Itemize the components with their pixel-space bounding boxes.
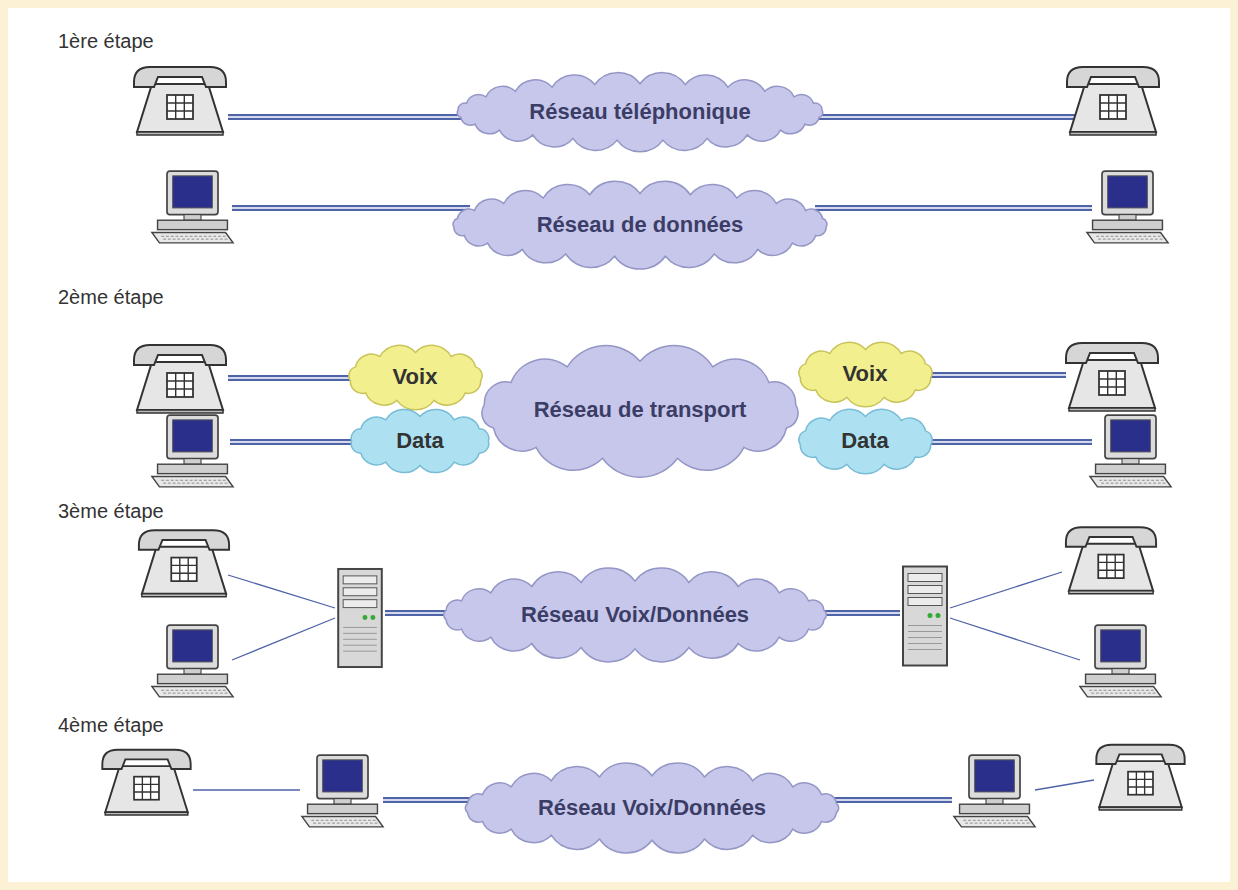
network-cloud: Data xyxy=(345,410,495,472)
cloud-label: Réseau téléphonique xyxy=(450,99,830,125)
cloud-label: Réseau de données xyxy=(445,212,835,238)
cloud-label: Voix xyxy=(343,364,488,390)
cloud-label: Réseau de transport xyxy=(470,397,810,423)
cloud-label: Data xyxy=(345,428,495,454)
cloud-label: Réseau Voix/Données xyxy=(435,602,835,628)
computer-icons xyxy=(152,171,1171,827)
stage-label: 3ème étape xyxy=(58,500,164,523)
server-icons xyxy=(338,567,947,668)
cloud-label: Réseau Voix/Données xyxy=(457,795,847,821)
stage-label: 1ère étape xyxy=(58,30,154,53)
network-cloud: Réseau Voix/Données xyxy=(457,767,847,849)
network-cloud: Réseau téléphonique xyxy=(450,76,830,148)
stage-label: 2ème étape xyxy=(58,286,164,309)
network-cloud: Data xyxy=(793,410,938,472)
network-cloud: Réseau Voix/Données xyxy=(435,572,835,658)
double-links xyxy=(228,117,1092,800)
network-cloud: Voix xyxy=(343,346,488,408)
network-cloud: Réseau de données xyxy=(445,185,835,265)
cloud-label: Voix xyxy=(793,361,938,387)
cloud-label: Data xyxy=(793,428,938,454)
stage-label: 4ème étape xyxy=(58,714,164,737)
telephone-icons xyxy=(102,67,1184,815)
network-cloud: Voix xyxy=(793,343,938,405)
network-cloud: Réseau de transport xyxy=(470,348,810,473)
